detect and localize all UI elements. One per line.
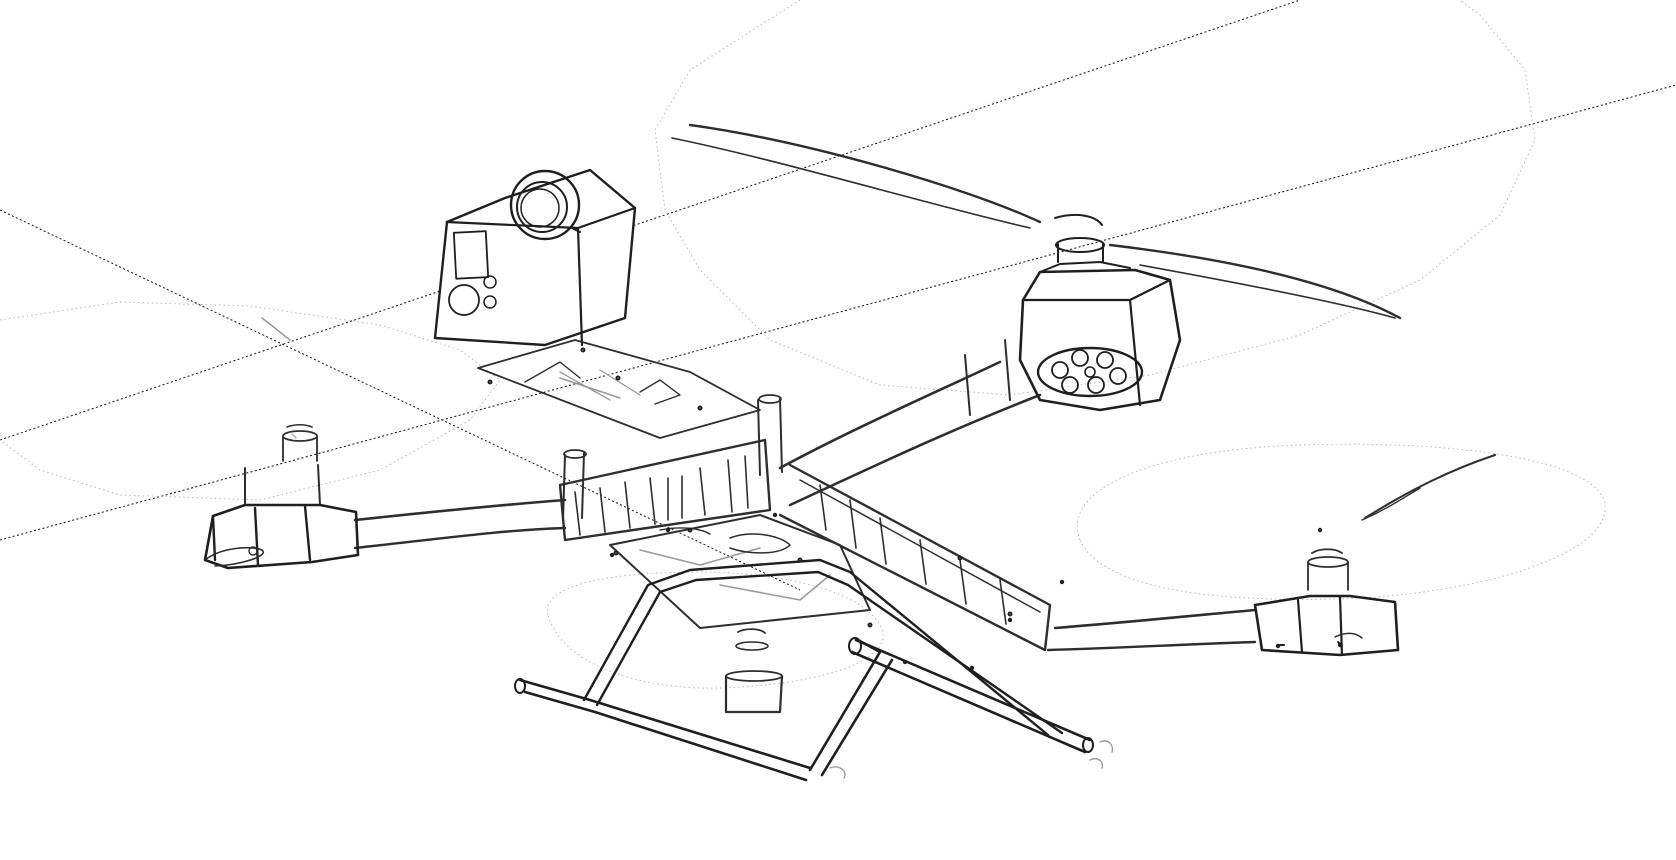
guide-axes bbox=[0, 0, 1676, 591]
frame-side-rails bbox=[558, 438, 1052, 652]
motor-back-right bbox=[1018, 213, 1182, 412]
arm-back-left bbox=[353, 498, 567, 550]
motor-front-right bbox=[1253, 548, 1400, 657]
prop-disc-front-right bbox=[1076, 443, 1606, 600]
frame-standoffs bbox=[562, 394, 783, 521]
arm-back-right bbox=[778, 339, 1042, 507]
propeller-blades-back-left bbox=[261, 317, 297, 439]
propeller-blades-back-right bbox=[671, 123, 1402, 320]
prop-disc-back-right bbox=[654, 0, 1536, 396]
action-camera bbox=[433, 168, 637, 347]
screw-marks bbox=[609, 512, 1343, 671]
propeller-discs bbox=[0, 0, 1606, 689]
motor-front-left bbox=[724, 628, 784, 714]
prop-disc-front-left bbox=[546, 571, 884, 689]
arm-front-right bbox=[1046, 608, 1257, 652]
propeller-blades-front-right bbox=[1361, 454, 1496, 521]
landing-gear bbox=[514, 558, 1114, 782]
prop-disc-back-left bbox=[0, 301, 501, 501]
motor-back-left bbox=[203, 423, 360, 570]
top-camera-plate bbox=[477, 339, 761, 439]
